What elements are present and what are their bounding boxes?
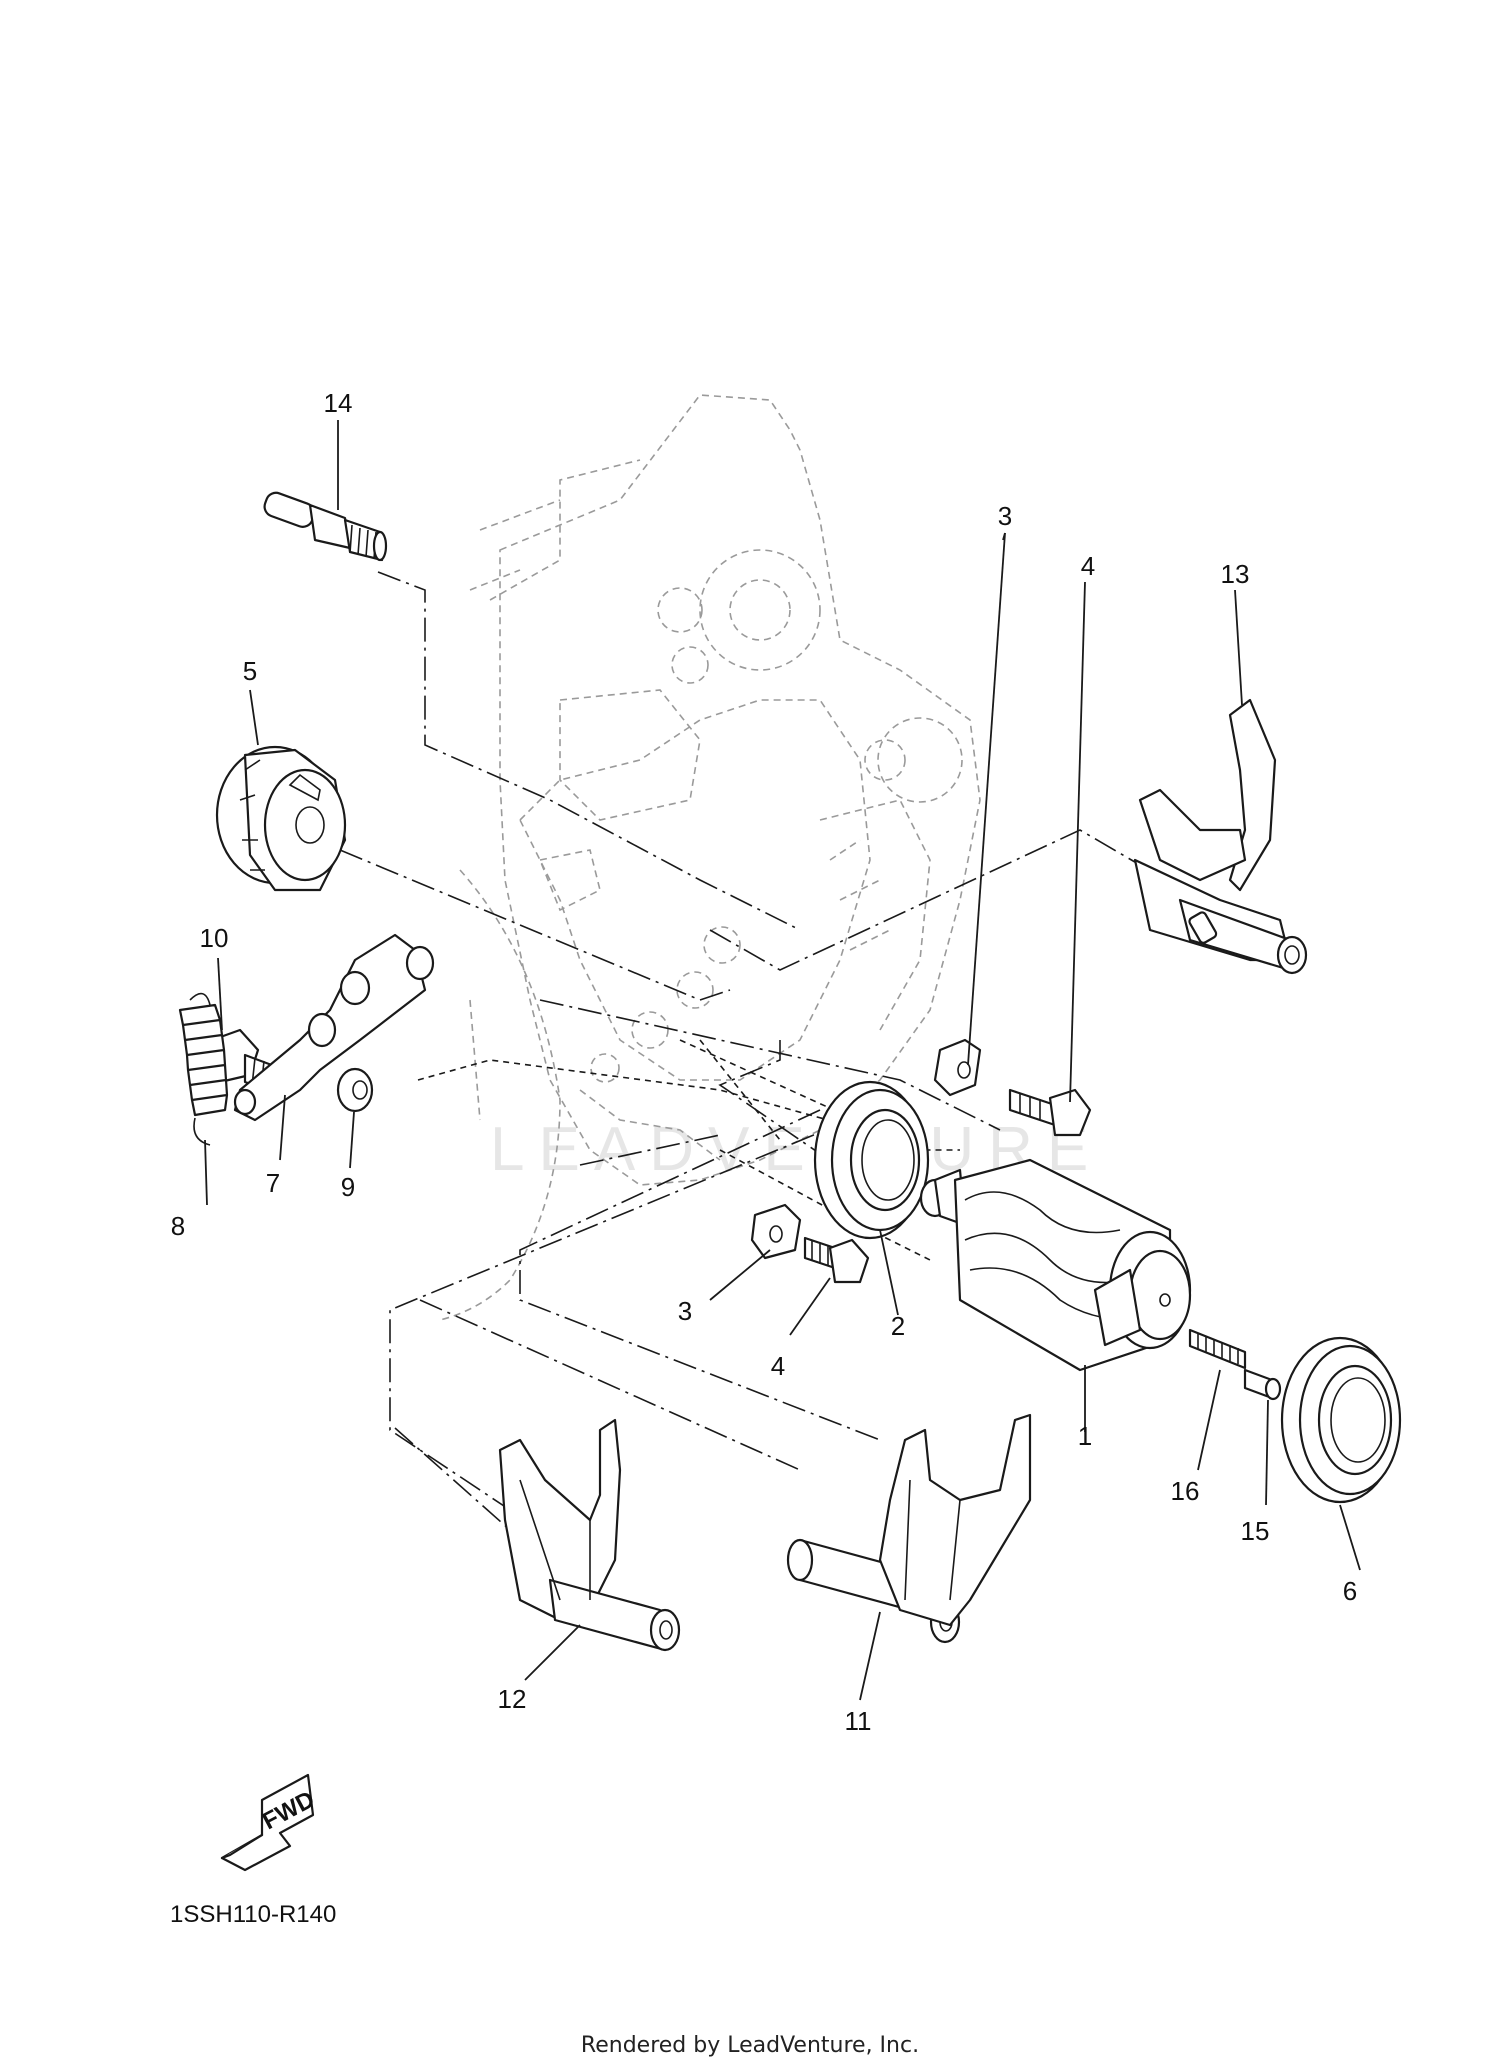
- part-8-spring: [178, 992, 229, 1146]
- part-11-shift-fork: [786, 1413, 1032, 1644]
- part-12-shift-fork: [498, 1418, 681, 1652]
- callout-12: 12: [498, 1684, 527, 1714]
- callout-16: 16: [1171, 1476, 1200, 1506]
- callout-3-upper: 3: [998, 501, 1012, 531]
- part-5-segment: [215, 745, 347, 892]
- part-4-bolt-lower: [803, 1236, 870, 1284]
- part-2-bearing: [813, 1080, 930, 1240]
- callout-7: 7: [266, 1168, 280, 1198]
- part-1-shift-drum: [919, 1158, 1192, 1372]
- callout-4-upper: 4: [1081, 551, 1095, 581]
- callout-6: 6: [1343, 1576, 1357, 1606]
- part-3-plate-lower: [750, 1203, 802, 1260]
- callout-15: 15: [1241, 1516, 1270, 1546]
- part-3-plate-upper: [933, 1038, 982, 1097]
- part-14-stud-bolt: [263, 491, 388, 562]
- diagram-code: 1SSH110-R140: [170, 1901, 336, 1928]
- callout-1: 1: [1078, 1421, 1092, 1451]
- crankcase-outline: [439, 394, 981, 1321]
- leader-lines: [204, 420, 1361, 1701]
- rendered-by-footer: Rendered by LeadVenture, Inc.: [581, 2033, 919, 2058]
- callout-13: 13: [1221, 559, 1250, 589]
- fwd-arrow-icon: FWD: [220, 1773, 319, 1872]
- callout-8: 8: [171, 1211, 185, 1241]
- callout-5: 5: [243, 656, 257, 686]
- part-9-washer: [336, 1067, 374, 1113]
- callout-9: 9: [341, 1172, 355, 1202]
- callout-3-lower: 3: [678, 1296, 692, 1326]
- callout-4-lower: 4: [771, 1351, 785, 1381]
- part-7-lever: [233, 933, 435, 1122]
- part-16-spring: [1188, 1328, 1247, 1370]
- callouts: 1 2 3 3 4 4 5 6 7 9 8 10 11 12 13 14 15 …: [171, 388, 1357, 1736]
- alignment-lines: [339, 571, 1141, 1531]
- callout-11: 11: [845, 1706, 872, 1736]
- part-13-shift-fork: [1133, 698, 1308, 975]
- part-6-bearing: [1280, 1336, 1402, 1504]
- part-15-pin: [1243, 1368, 1282, 1401]
- callout-14: 14: [324, 388, 353, 418]
- callout-10: 10: [200, 923, 229, 953]
- callout-2: 2: [891, 1311, 905, 1341]
